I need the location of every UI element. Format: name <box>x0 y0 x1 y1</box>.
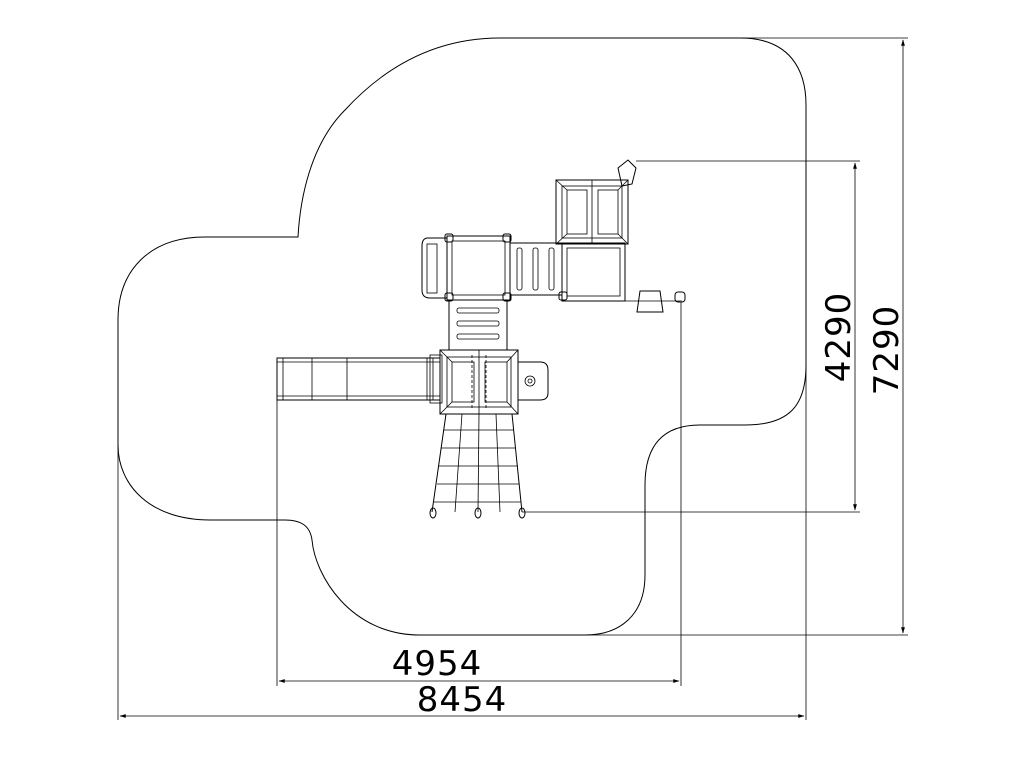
top-climb-box <box>555 159 637 245</box>
dimension-overall-width: 8454 <box>117 365 807 720</box>
middle-bridge <box>509 242 563 296</box>
climbing-step <box>625 290 686 313</box>
safety-zone-outline <box>117 37 807 636</box>
lower-tower <box>439 349 549 415</box>
dimension-equipment-width: 4954 <box>276 300 682 686</box>
upper-right-platform <box>558 242 626 302</box>
slide <box>276 354 443 404</box>
connecting-bridge <box>448 299 508 351</box>
dimension-equipment-depth: 4290 <box>522 160 860 513</box>
dimension-overall-depth: 7290 <box>420 37 908 636</box>
climbing-net <box>429 413 526 519</box>
equipment-width-label: 4954 <box>392 644 483 684</box>
upper-left-platform <box>421 233 512 302</box>
overall-depth-label: 7290 <box>867 305 907 396</box>
equipment-depth-label: 4290 <box>819 292 859 383</box>
overall-width-label: 8454 <box>417 680 508 720</box>
